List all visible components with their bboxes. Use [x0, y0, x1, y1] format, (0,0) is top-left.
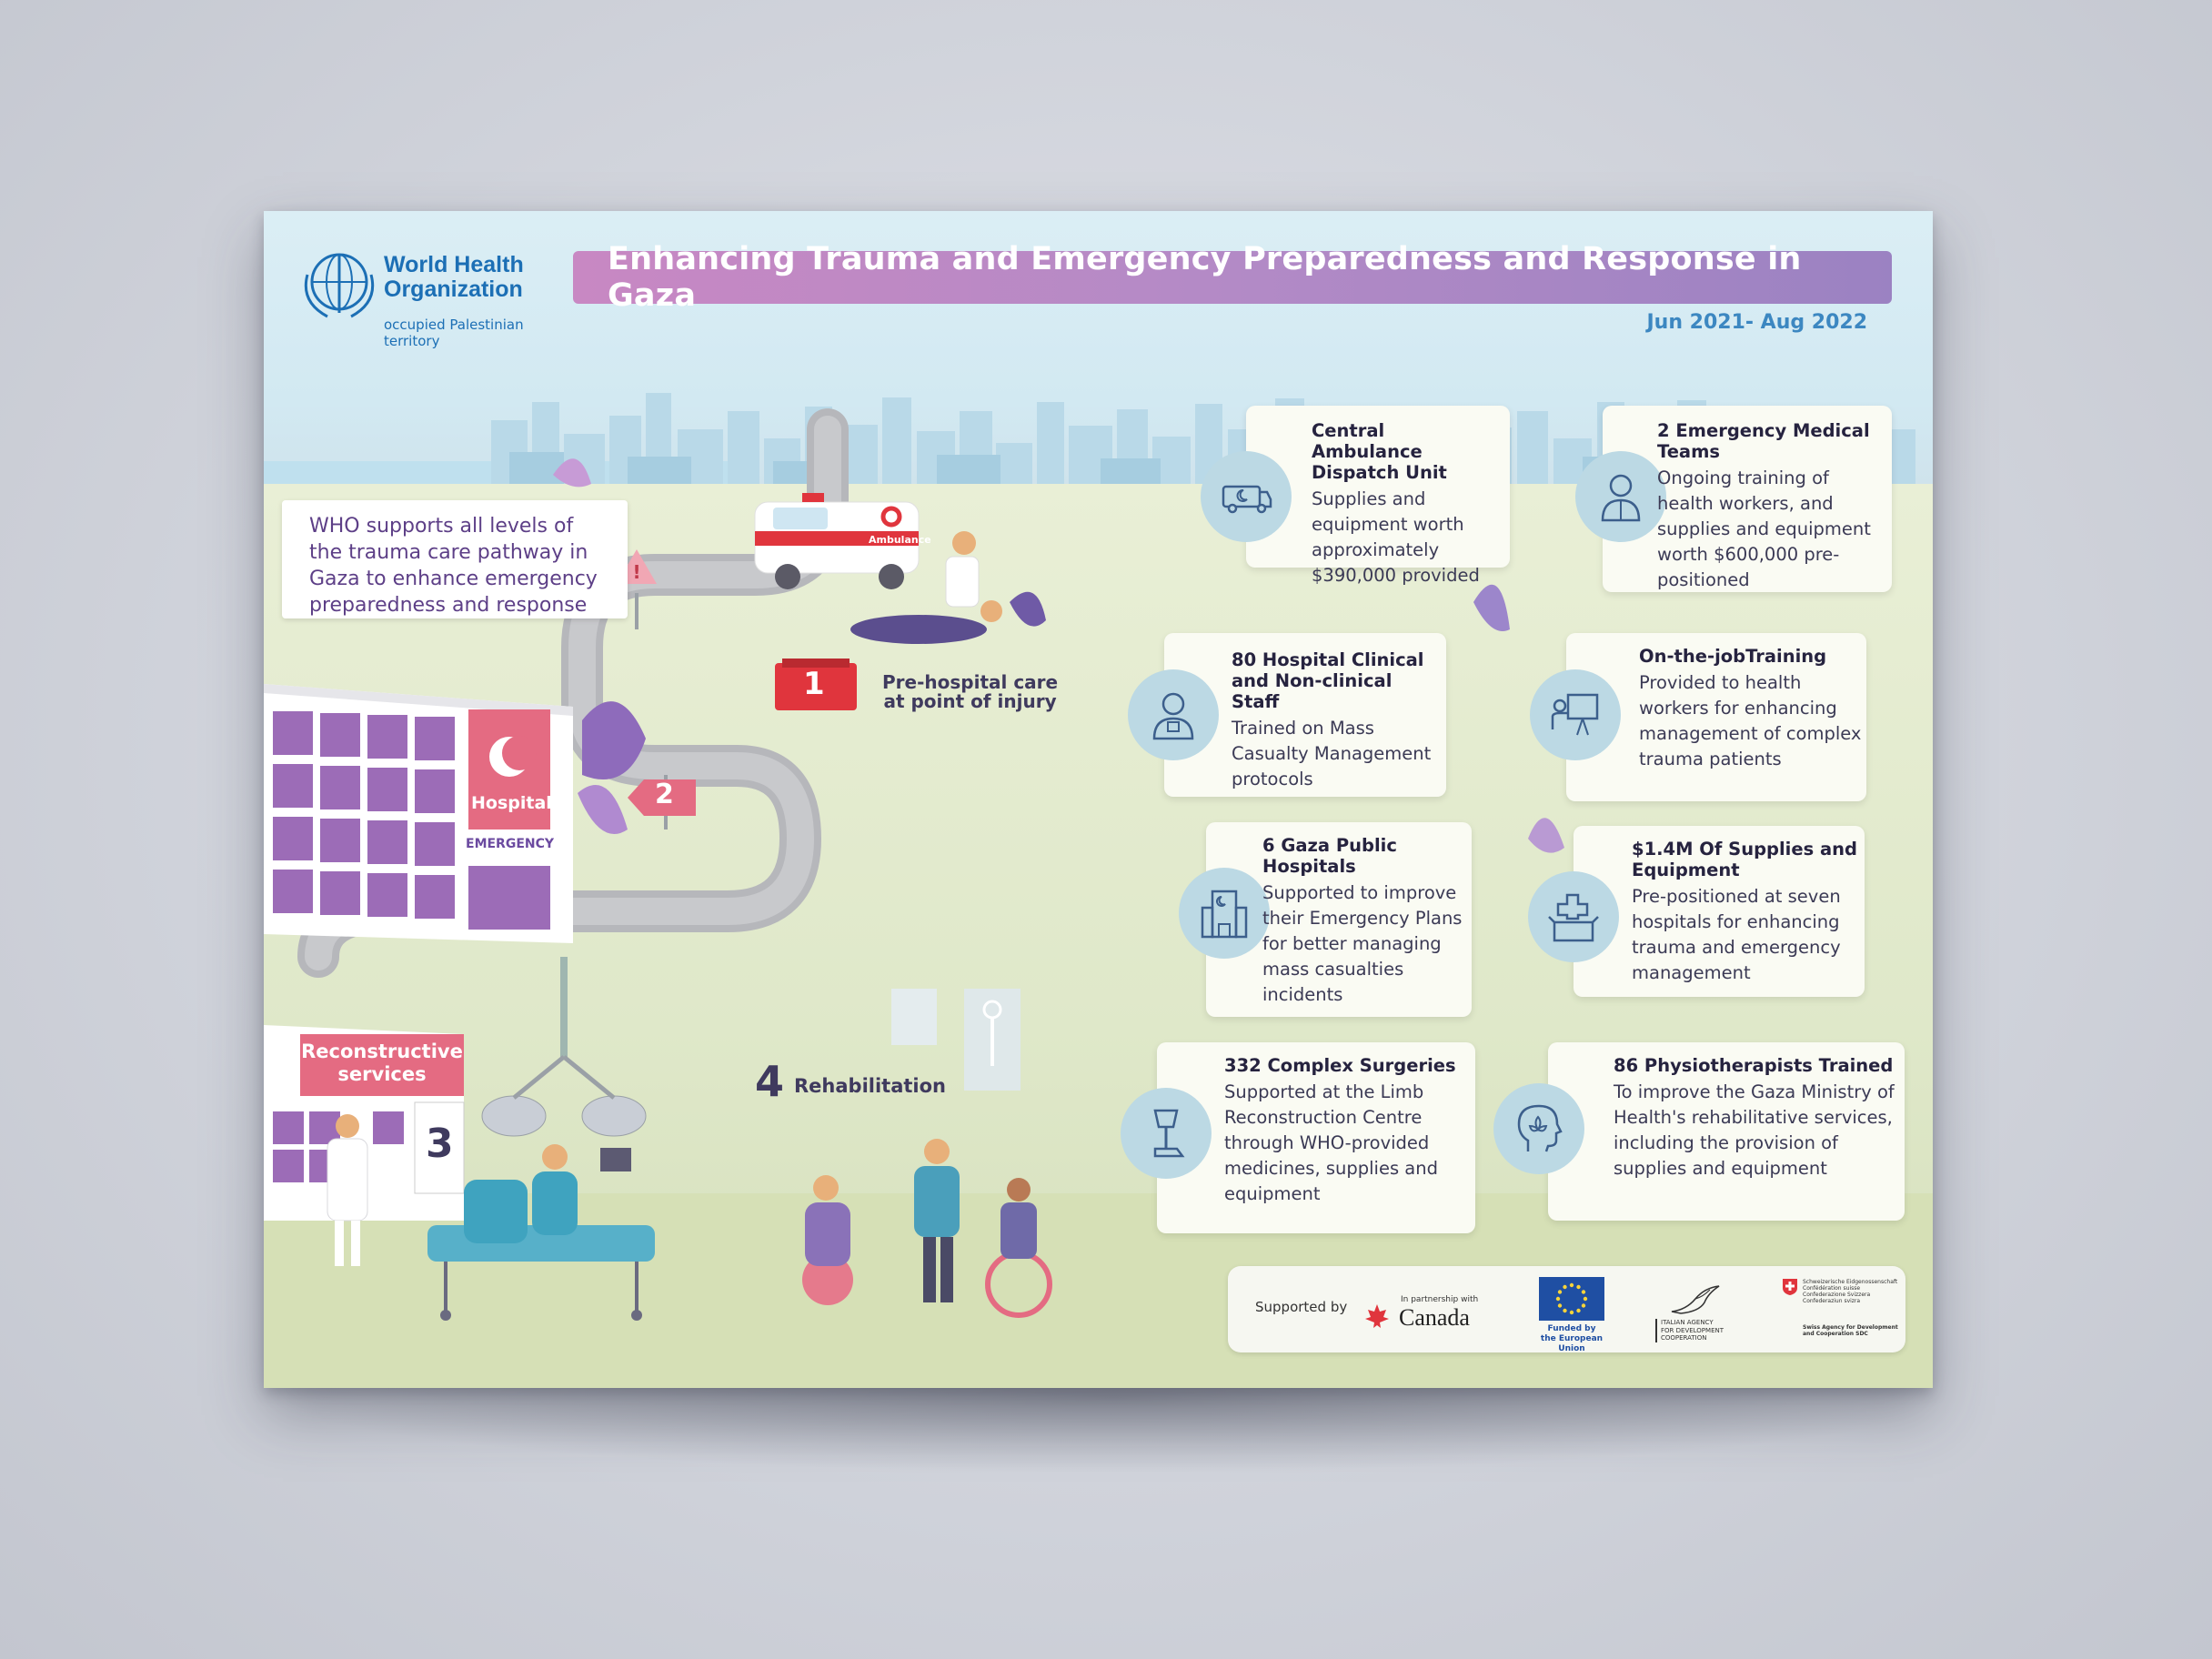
- supported-by-label: Supported by: [1255, 1299, 1348, 1315]
- emergency-sign: EMERGENCY: [466, 837, 555, 851]
- card-text: Provided to health workers for enhancing…: [1639, 672, 1862, 769]
- card-hospital-staff: 80 Hospital Clinical and Non-clinical St…: [1128, 633, 1446, 797]
- who-logo: World Health Organization occupied Pales…: [300, 247, 546, 357]
- hospital-sign: Hospital: [471, 793, 552, 813]
- swiss-text-top: Schweizerische Eidgenossenschaft Confédé…: [1803, 1279, 1897, 1304]
- eu-caption: Funded by the European Union: [1526, 1324, 1617, 1354]
- infographic-poster: !: [264, 211, 1933, 1388]
- page-title: Enhancing Trauma and Emergency Preparedn…: [608, 241, 1802, 314]
- swiss-line6: and Cooperation SDC: [1803, 1331, 1868, 1337]
- card-physiotherapists: 86 Physiotherapists Trained To improve t…: [1493, 1042, 1905, 1221]
- who-region: occupied Palestinian territory: [384, 317, 524, 349]
- supporters-bar: Supported by In partnership with Canada …: [1228, 1266, 1905, 1353]
- training-icon: [1551, 693, 1599, 736]
- head-lotus-icon: [1517, 1104, 1563, 1152]
- card-supplies-equipment: $1.4M Of Supplies and Equipment Pre-posi…: [1528, 826, 1865, 997]
- ambulance-icon: [1222, 485, 1272, 514]
- date-range: Jun 2021- Aug 2022: [1646, 311, 1867, 334]
- card-ambulance-dispatch: Central Ambulance Dispatch Unit Supplies…: [1201, 406, 1510, 586]
- card-text: Ongoing training of health workers, and …: [1657, 468, 1871, 590]
- eu-caption-line1: Funded by: [1547, 1324, 1596, 1333]
- ambulance-text: Ambulance: [869, 534, 931, 546]
- canada-partnership-text: In partnership with: [1401, 1295, 1479, 1304]
- who-region-line2: territory: [384, 333, 440, 349]
- who-emblem-icon: [304, 253, 375, 318]
- card-icon-circle: [1493, 1083, 1584, 1174]
- swiss-line4: Confederaziun svizra: [1803, 1298, 1861, 1304]
- step1-label-line2: at point of injury: [883, 690, 1057, 712]
- card-title: 332 Complex Surgeries: [1224, 1055, 1456, 1076]
- swiss-text-bottom: Swiss Agency for Development and Coopera…: [1803, 1324, 1898, 1337]
- card-text: Supplies and equipment worth approximate…: [1312, 488, 1480, 586]
- card-icon-circle: [1575, 451, 1666, 542]
- reconstructive-line2: services: [337, 1063, 427, 1085]
- card-icon-circle: [1530, 669, 1621, 760]
- italian-agency-text: ITALIAN AGENCY FOR DEVELOPMENT COOPERATI…: [1655, 1319, 1724, 1342]
- eu-flag-icon: [1539, 1277, 1604, 1321]
- step4-number: 4: [755, 1057, 785, 1106]
- step1-number: 1: [803, 666, 825, 702]
- dove-icon: [1671, 1285, 1720, 1314]
- reconstructive-sign: Reconstructive services: [300, 1041, 464, 1086]
- svg-text:!: !: [632, 561, 640, 583]
- card-on-the-job-training: On-the-jobTraining Provided to health wo…: [1530, 633, 1866, 801]
- swiss-line1: Schweizerische Eidgenossenschaft: [1803, 1279, 1898, 1285]
- swiss-line2: Confédération suisse: [1803, 1285, 1861, 1292]
- card-gaza-public-hospitals: 6 Gaza Public Hospitals Supported to imp…: [1179, 822, 1472, 1017]
- step3-number: 3: [426, 1121, 454, 1167]
- swiss-line3: Confederazione Svizzera: [1803, 1292, 1871, 1298]
- who-name-line2: Organization: [384, 276, 523, 302]
- who-region-line1: occupied Palestinian: [384, 317, 524, 333]
- step1-label-line1: Pre-hospital care: [882, 671, 1059, 693]
- who-name: World Health Organization: [384, 253, 524, 302]
- card-icon-circle: [1179, 868, 1270, 959]
- step1-label: Pre-hospital care at point of injury: [882, 673, 1058, 711]
- who-name-line1: World Health: [384, 252, 524, 277]
- trauma-pathway-road: !: [264, 408, 1564, 1321]
- italy-line2: FOR DEVELOPMENT: [1661, 1326, 1724, 1334]
- italy-line3: COOPERATION: [1661, 1334, 1707, 1342]
- staff-icon: [1152, 692, 1194, 740]
- card-text: Supported to improve their Emergency Pla…: [1262, 882, 1463, 1005]
- doctor-icon: [1601, 474, 1641, 522]
- card-title: 6 Gaza Public Hospitals: [1262, 835, 1397, 877]
- swiss-flag-icon: [1783, 1279, 1797, 1295]
- card-title: Central Ambulance Dispatch Unit: [1312, 420, 1447, 483]
- card-icon-circle: [1128, 669, 1219, 760]
- card-icon-circle: [1201, 451, 1292, 542]
- card-complex-surgeries: 332 Complex Surgeries Supported at the L…: [1121, 1042, 1475, 1233]
- card-icon-circle: [1121, 1088, 1212, 1179]
- prosthetic-leg-icon: [1153, 1109, 1185, 1158]
- card-icon-circle: [1528, 871, 1619, 962]
- card-title: 86 Physiotherapists Trained: [1614, 1055, 1894, 1076]
- swiss-line5: Swiss Agency for Development: [1803, 1324, 1898, 1331]
- swiss-sdc-logo: Schweizerische Eidgenossenschaft Confédé…: [1783, 1279, 1901, 1350]
- card-title: 2 Emergency Medical Teams: [1657, 420, 1870, 462]
- card-text: Trained on Mass Casualty Management prot…: [1232, 718, 1432, 789]
- eu-logo: Funded by the European Union: [1526, 1277, 1617, 1353]
- hospital-icon: [1201, 890, 1248, 939]
- card-text: Supported at the Limb Reconstruction Cen…: [1224, 1081, 1438, 1204]
- intro-box: WHO supports all levels of the trauma ca…: [282, 500, 628, 618]
- maple-leaf-icon: [1365, 1304, 1389, 1328]
- title-banner: Enhancing Trauma and Emergency Preparedn…: [573, 241, 1892, 314]
- card-title: $1.4M Of Supplies and Equipment: [1632, 839, 1857, 880]
- card-title: On-the-jobTraining: [1639, 646, 1827, 667]
- canada-wordmark: Canada: [1399, 1304, 1470, 1331]
- eu-caption-line2: the European Union: [1540, 1334, 1604, 1353]
- canada-logo: In partnership with Canada: [1364, 1286, 1492, 1341]
- step2-number: 2: [655, 779, 674, 810]
- italian-agency-logo: ITALIAN AGENCY FOR DEVELOPMENT COOPERATI…: [1655, 1284, 1755, 1348]
- supplies-box-icon: [1548, 893, 1599, 942]
- card-title: 80 Hospital Clinical and Non-clinical St…: [1232, 649, 1424, 712]
- card-text: Pre-positioned at seven hospitals for en…: [1632, 886, 1841, 983]
- step4-label: Rehabilitation: [794, 1075, 946, 1097]
- reconstructive-line1: Reconstructive: [301, 1041, 463, 1062]
- card-text: To improve the Gaza Ministry of Health's…: [1614, 1081, 1895, 1179]
- card-emergency-medical-teams: 2 Emergency Medical Teams Ongoing traini…: [1575, 406, 1892, 592]
- italy-line1: ITALIAN AGENCY: [1661, 1319, 1714, 1326]
